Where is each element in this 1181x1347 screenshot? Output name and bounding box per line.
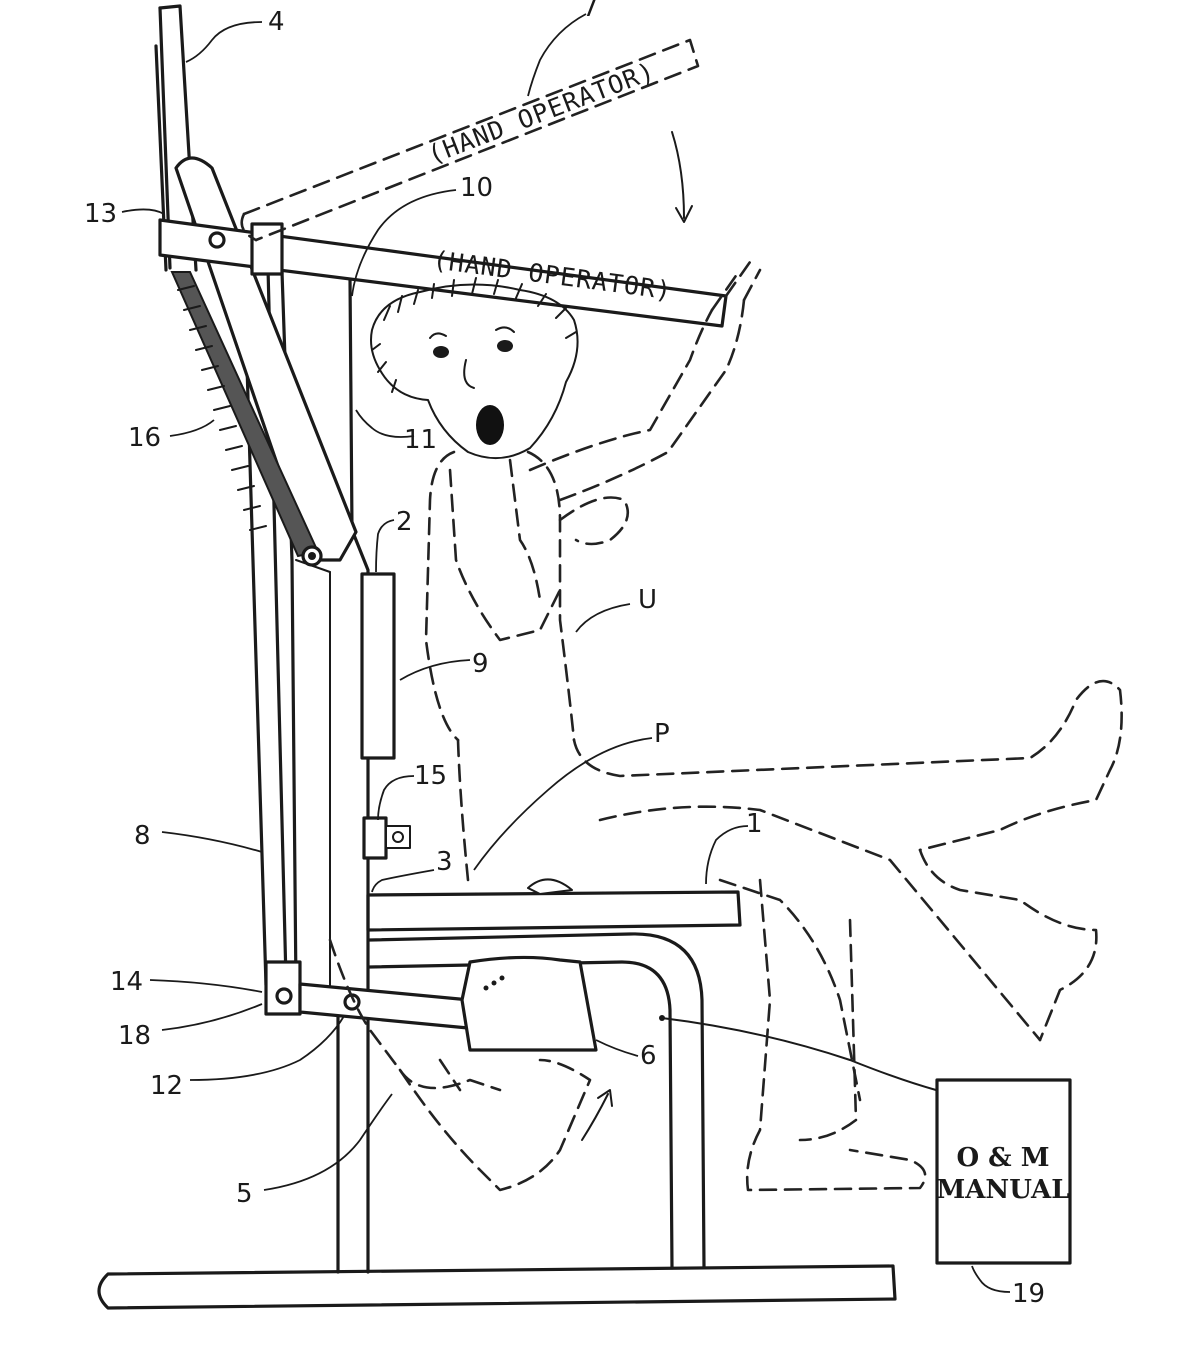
front-leg-tube xyxy=(368,932,706,1270)
user-figure xyxy=(328,260,1123,1192)
label-16: 16 xyxy=(128,423,161,453)
label-2: 2 xyxy=(396,507,413,537)
label-19: 19 xyxy=(1012,1279,1045,1309)
motion-arrow-lower xyxy=(581,1089,613,1141)
leader-lines xyxy=(121,13,1011,1293)
label-5: 5 xyxy=(236,1179,253,1209)
label-14: 14 xyxy=(110,967,143,997)
label-15: 15 xyxy=(414,761,447,791)
label-11: 11 xyxy=(404,425,437,455)
label-8: 8 xyxy=(134,821,151,851)
label-6: 6 xyxy=(640,1041,657,1071)
manual-title-line2: MANUAL xyxy=(936,1175,1069,1205)
label-18: 18 xyxy=(118,1021,151,1051)
ghost-lever-position: (HAND OPERATOR) xyxy=(240,38,700,242)
label-1: 1 xyxy=(746,809,763,839)
label-3: 3 xyxy=(436,847,453,877)
foot-pedal-block xyxy=(460,878,598,1052)
label-9: 9 xyxy=(472,649,489,679)
label-u: U xyxy=(638,585,657,615)
latch-bracket xyxy=(362,816,411,860)
rear-leg xyxy=(336,1008,370,1274)
floor-base-rail xyxy=(97,1264,897,1310)
label-7: 7 xyxy=(582,0,599,23)
back-pad xyxy=(360,572,396,760)
reference-numerals: 4 7 10 13 16 11 2 U 9 P 15 8 3 1 14 18 1… xyxy=(84,0,1045,1309)
label-4: 4 xyxy=(268,7,285,37)
motion-arrow-upper xyxy=(671,131,693,223)
label-13: 13 xyxy=(84,199,117,229)
ghost-lever-label: (HAND OPERATOR) xyxy=(424,56,659,169)
label-10: 10 xyxy=(460,173,493,203)
om-manual-box: O & M MANUAL xyxy=(935,1078,1072,1265)
lever-arm xyxy=(174,156,358,562)
manual-title-line1: O & M xyxy=(956,1143,1049,1173)
label-12: 12 xyxy=(150,1071,183,1101)
label-p: P xyxy=(654,719,670,749)
cable xyxy=(659,1015,937,1091)
seat-board xyxy=(366,890,742,932)
spring xyxy=(170,271,323,567)
